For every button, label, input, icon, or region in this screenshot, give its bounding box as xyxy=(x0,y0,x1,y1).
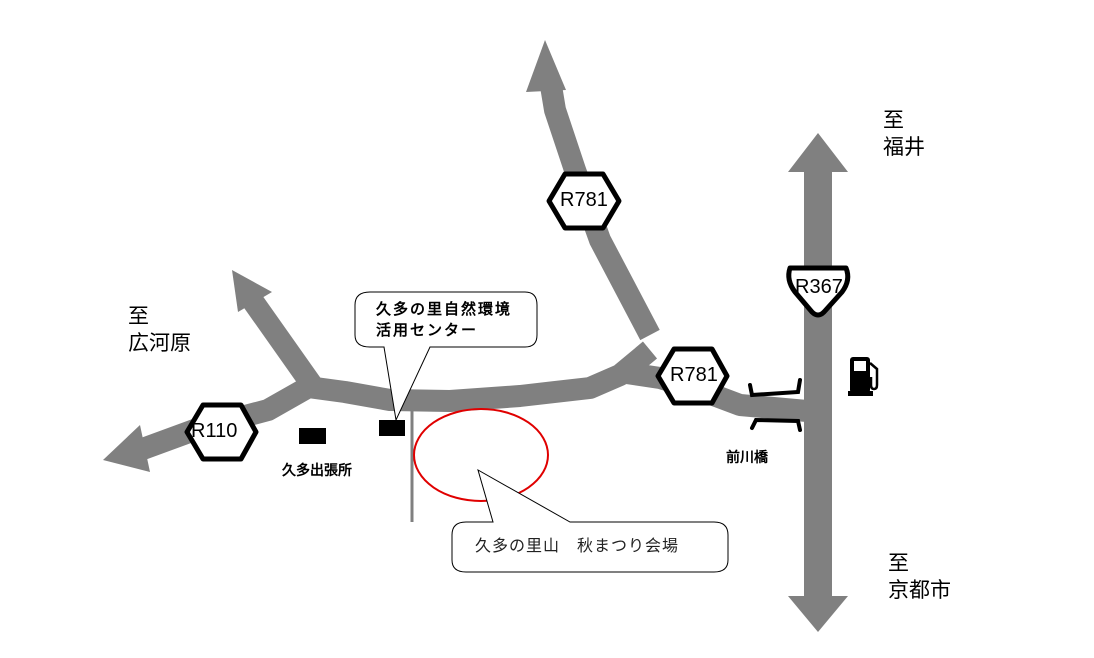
r781-east-sign xyxy=(655,346,730,406)
destination-northwest-prefix: 至 xyxy=(128,304,149,328)
r781-north-sign-label: R781 xyxy=(560,189,608,211)
center-callout-bubble xyxy=(354,291,538,422)
bridge-label: 前川橋 xyxy=(726,450,768,466)
bridge-icon xyxy=(748,378,802,432)
arrowhead-west xyxy=(103,425,150,472)
venue-label: 久多の里山 秋まつり会場 xyxy=(475,536,680,555)
arrowhead-north xyxy=(788,133,848,172)
venue-callout-bubble xyxy=(451,468,729,573)
venue-circle xyxy=(413,408,549,502)
branch-office-label: 久多出張所 xyxy=(282,463,352,479)
r781-east-sign-label: R781 xyxy=(670,364,718,386)
road-northwest xyxy=(243,293,321,392)
r110-sign xyxy=(184,402,259,462)
destination-north-prefix: 至 xyxy=(883,108,904,132)
destination-north: 福井 xyxy=(883,135,925,159)
arrowhead-south xyxy=(788,596,848,632)
road-r781-north xyxy=(539,78,660,341)
center-marker xyxy=(379,420,405,436)
arrowhead-northwest xyxy=(232,270,272,312)
branch-office-marker xyxy=(299,428,326,444)
r110-sign-label: R110 xyxy=(191,420,238,442)
gas-pump-icon xyxy=(848,357,879,396)
r367-sign xyxy=(786,265,851,318)
destination-northwest: 広河原 xyxy=(128,331,191,355)
center-label-line2: 活用センター xyxy=(376,321,479,339)
road-main xyxy=(306,341,658,412)
r367-sign-label: R367 xyxy=(795,276,843,298)
destination-south: 京都市 xyxy=(888,578,951,602)
center-label-line1: 久多の里自然環境 xyxy=(376,300,513,318)
r781-north-sign xyxy=(546,171,622,231)
arrowhead-north-r781 xyxy=(526,40,566,92)
destination-south-prefix: 至 xyxy=(888,551,909,575)
